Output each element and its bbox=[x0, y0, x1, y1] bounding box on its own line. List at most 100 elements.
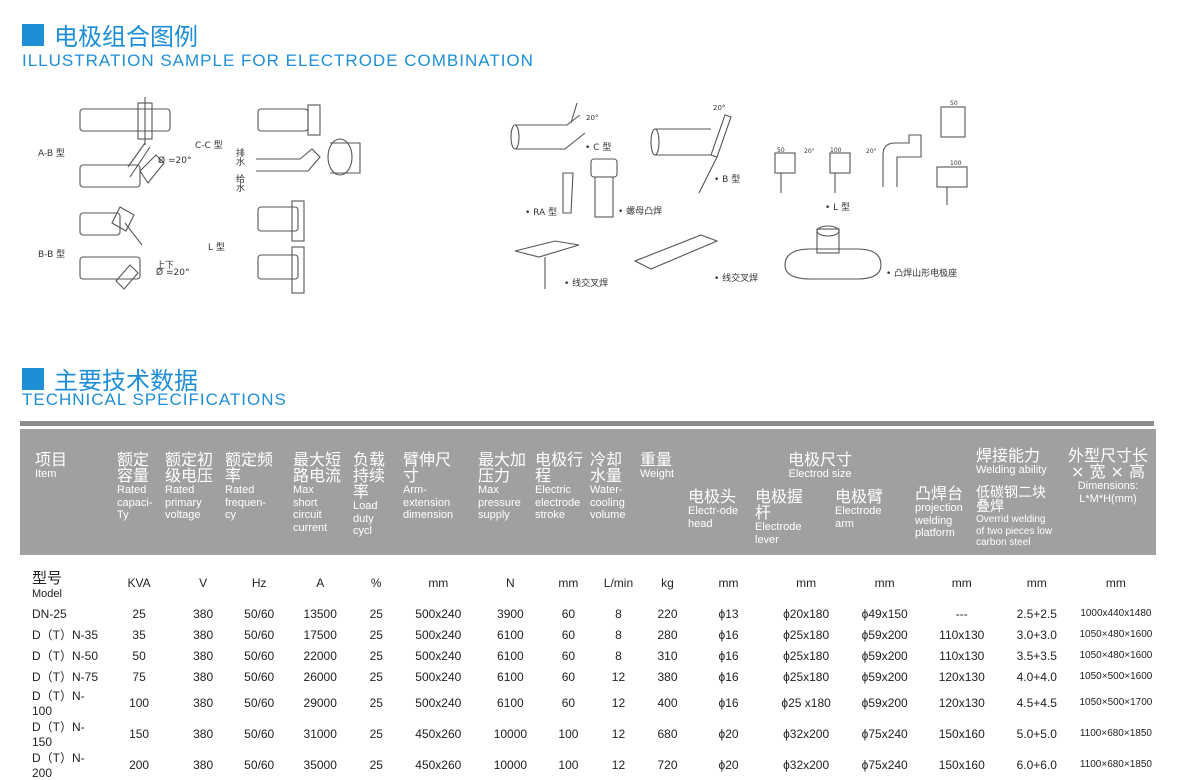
l-dim-50b: 50 bbox=[950, 100, 958, 107]
table-cell: 500x240 bbox=[415, 648, 462, 663]
table-cell: 380 bbox=[657, 669, 678, 684]
table-cell: 150x160 bbox=[938, 757, 985, 772]
table-cell: 500x240 bbox=[415, 695, 462, 710]
table-cell: 25 bbox=[369, 648, 383, 663]
table-cell: 220 bbox=[657, 606, 678, 621]
table-cell: 680 bbox=[657, 726, 678, 741]
table-cell: 280 bbox=[657, 627, 678, 642]
table-cell: 500x240 bbox=[415, 669, 462, 684]
table-cell: 450x260 bbox=[415, 726, 462, 741]
cc-type-label: C-C 型 bbox=[195, 141, 223, 151]
table-cell: 60 bbox=[561, 695, 576, 710]
section2-heading: 主要技术数据 bbox=[22, 361, 198, 396]
section2-title-en: TECHNICAL SPECIFICATIONS bbox=[22, 390, 287, 409]
unit-cell: mm bbox=[1026, 576, 1047, 590]
mount-label: • 凸焊山形电极座 bbox=[886, 269, 958, 279]
table-cell: ϕ59x200 bbox=[861, 695, 908, 710]
unit-cell: mm bbox=[718, 576, 739, 590]
table-cell: 380 bbox=[193, 757, 214, 772]
table-cell: ϕ16 bbox=[718, 669, 739, 684]
table-cell: 8 bbox=[615, 648, 622, 663]
l-dim-100: 100 bbox=[830, 147, 842, 154]
table-cell: 310 bbox=[657, 648, 678, 663]
table-cell: ϕ75x240 bbox=[861, 726, 908, 741]
table-cell: ϕ16 bbox=[718, 648, 739, 663]
table-cell: 25 bbox=[369, 669, 383, 684]
table-cell: 720 bbox=[657, 757, 678, 772]
ra-type-label: • RA 型 bbox=[525, 208, 558, 218]
table-cell: ϕ49x150 bbox=[861, 606, 908, 621]
table-cell: 8 bbox=[615, 606, 622, 621]
table-cell: 50/60 bbox=[244, 627, 275, 642]
table-cell: 400 bbox=[657, 695, 678, 710]
electrode-diagrams-left bbox=[79, 97, 361, 294]
blue-square-icon bbox=[22, 23, 44, 46]
table-cell: 25 bbox=[369, 695, 383, 710]
table-cell: 380 bbox=[193, 726, 214, 741]
table-cell: 26000 bbox=[303, 669, 337, 684]
table-cell: 12 bbox=[611, 669, 626, 684]
unit-cell: mm bbox=[951, 576, 972, 590]
table-cell: 31000 bbox=[303, 726, 337, 741]
table-cell: 500x240 bbox=[415, 606, 462, 621]
bb-angle-label: Ø =20° bbox=[156, 268, 190, 278]
model-cell: D（T）N-100 bbox=[32, 689, 85, 718]
table-cell: 1050×480×1600 bbox=[1079, 629, 1153, 640]
ab-type-label: A-B 型 bbox=[38, 149, 65, 159]
table-cell: 6.0+6.0 bbox=[1016, 757, 1057, 772]
table-cell: 6100 bbox=[497, 648, 524, 663]
table-cell: 60 bbox=[561, 627, 576, 642]
table-cell: 60 bbox=[561, 669, 576, 684]
unit-cell: mm bbox=[428, 576, 449, 590]
table-cell: 6100 bbox=[497, 627, 524, 642]
table-cell: 150x160 bbox=[938, 726, 985, 741]
bb-updown-label: 上下 bbox=[156, 261, 175, 271]
model-cell: D（T）N-75 bbox=[32, 670, 99, 684]
table-cell: 380 bbox=[193, 669, 214, 684]
table-cell: 50 bbox=[132, 648, 146, 663]
table-cell: 50/60 bbox=[244, 648, 275, 663]
table-cell: ϕ59x200 bbox=[861, 648, 908, 663]
table-cell: 12 bbox=[611, 726, 626, 741]
table-header-band bbox=[20, 429, 1156, 555]
table-cell: 100 bbox=[129, 695, 150, 710]
l-dim-20a: 20° bbox=[804, 148, 815, 155]
table-cell: 200 bbox=[129, 757, 150, 772]
table-cell: ϕ13 bbox=[718, 606, 739, 621]
table-cell: 1050×500×1600 bbox=[1079, 671, 1153, 682]
table-cell: ϕ75x240 bbox=[861, 757, 908, 772]
unit-cell: mm bbox=[796, 576, 817, 590]
table-cell: 1100×680×1850 bbox=[1079, 728, 1152, 739]
electrode-diagrams-right bbox=[510, 102, 968, 289]
model-cell: D（T）N-35 bbox=[32, 628, 99, 642]
unit-cell: KVA bbox=[127, 576, 151, 590]
table-cell: 29000 bbox=[303, 695, 337, 710]
table-cell: 120x130 bbox=[938, 695, 985, 710]
table-cell: 25 bbox=[369, 726, 383, 741]
table-cell: 1000x440x1480 bbox=[1080, 608, 1152, 619]
unit-cell: L/min bbox=[603, 576, 634, 590]
table-cell: 380 bbox=[193, 606, 214, 621]
model-cell: D（T）N-50 bbox=[32, 649, 99, 663]
table-cell: 50/60 bbox=[244, 757, 275, 772]
table-cell: 380 bbox=[193, 627, 214, 642]
table-cell: 60 bbox=[561, 606, 576, 621]
table-cell: 120x130 bbox=[938, 669, 985, 684]
model-cell: DN-25 bbox=[32, 606, 67, 621]
